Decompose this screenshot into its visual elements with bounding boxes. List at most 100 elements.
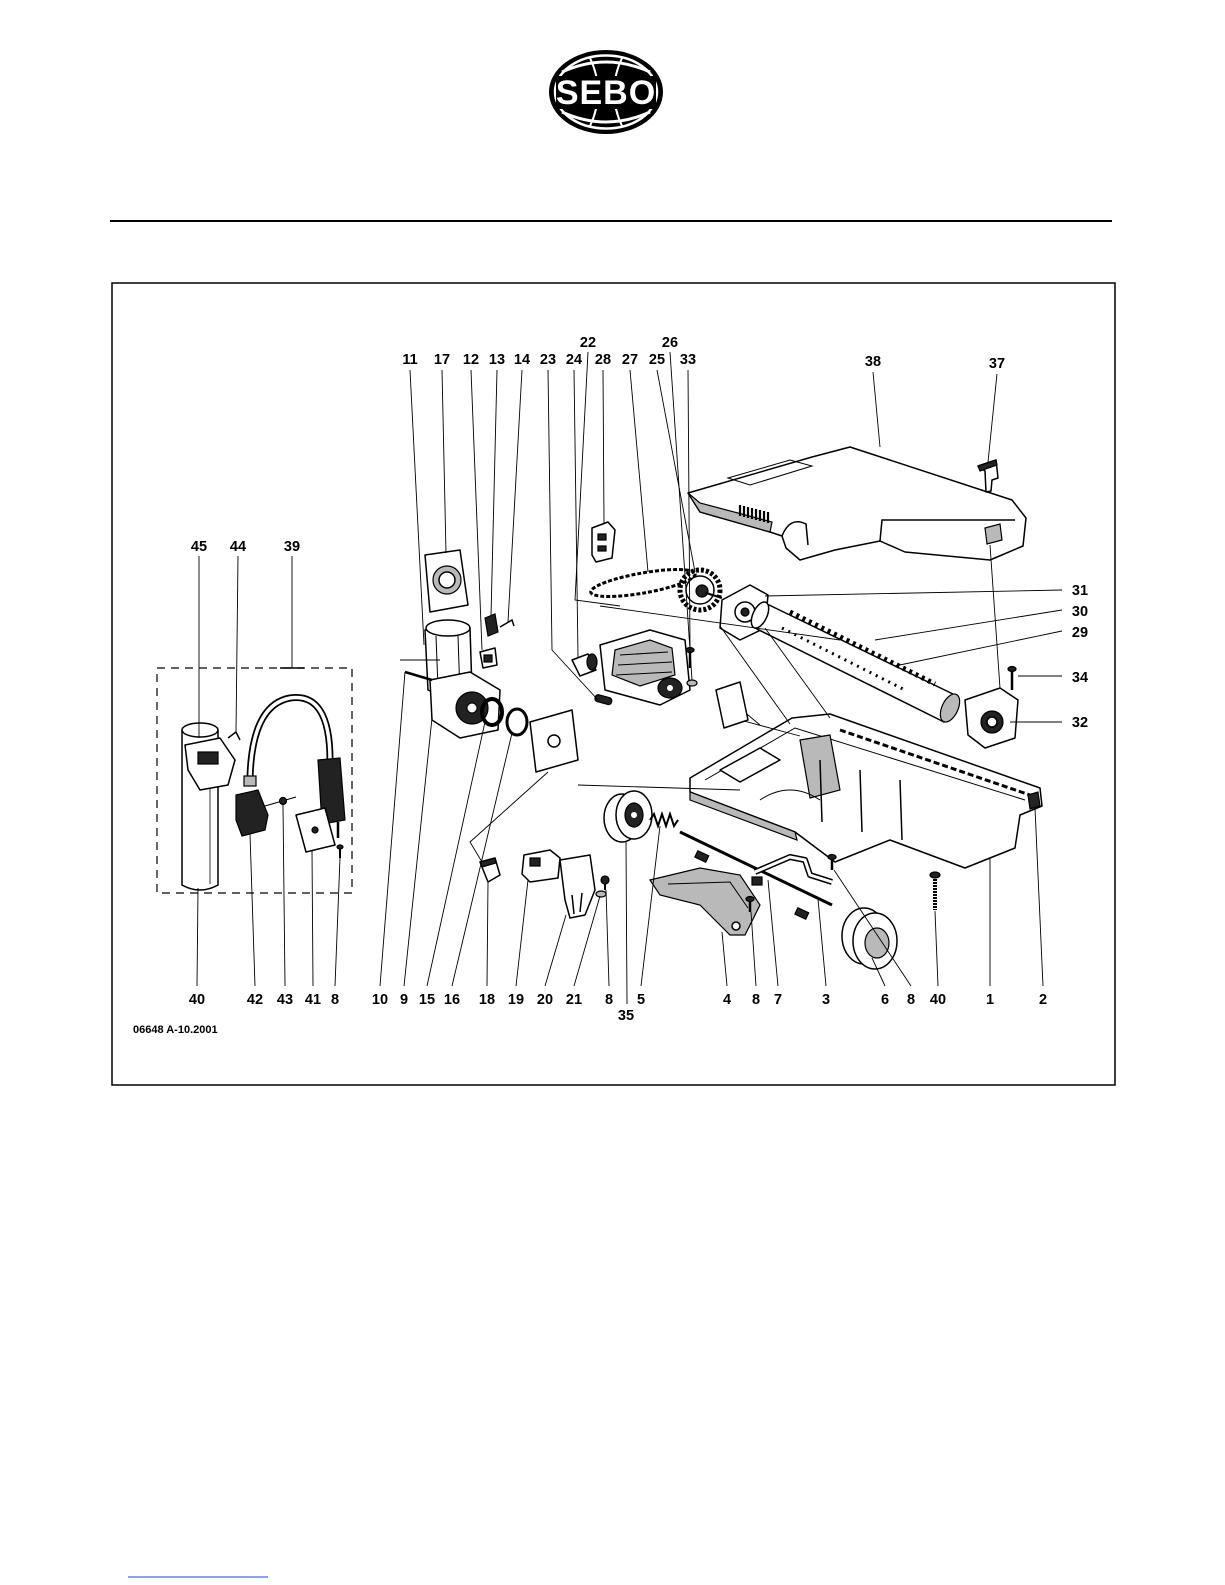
part-16-ring xyxy=(507,709,527,735)
part-28-hole-lower xyxy=(598,546,606,551)
part-37-drawing xyxy=(978,460,998,492)
leader-31 xyxy=(765,590,1062,596)
callout-31: 31 xyxy=(1072,583,1088,599)
callout-1: 1 xyxy=(986,992,994,1008)
callout-17: 17 xyxy=(434,352,450,368)
leader-14 xyxy=(508,370,522,622)
callout-4: 4 xyxy=(723,992,731,1008)
callout-43: 43 xyxy=(277,992,293,1008)
callout-29: 29 xyxy=(1072,625,1088,641)
leader-18 xyxy=(487,882,488,986)
callout-7: 7 xyxy=(774,992,782,1008)
part-20-drawing xyxy=(560,855,595,918)
part-39-strain-relief xyxy=(244,776,256,786)
callout-9: 9 xyxy=(400,992,408,1008)
callout-13: 13 xyxy=(489,352,505,368)
part-26-drawing xyxy=(687,680,697,686)
part-44-drawing xyxy=(228,732,240,740)
callout-11: 11 xyxy=(402,352,417,368)
callout-33: 33 xyxy=(680,352,696,368)
part-32-hub xyxy=(987,717,997,727)
part-2-drawing xyxy=(1028,792,1040,809)
part-24-drawing xyxy=(572,654,597,676)
square-plate-hole xyxy=(548,735,560,747)
leader-12 xyxy=(471,370,482,650)
drawing-code: 06648 A-10.2001 xyxy=(133,1024,218,1036)
leader-9 xyxy=(404,718,432,986)
leader-35 xyxy=(626,842,627,1004)
leader-43 xyxy=(283,805,285,986)
align-cover-plate xyxy=(990,545,1000,688)
part-3-block-right xyxy=(795,908,809,919)
part-38-slot xyxy=(985,524,1002,544)
part-29-roller-body xyxy=(755,603,955,722)
callout-12: 12 xyxy=(463,352,479,368)
callout-42: 42 xyxy=(247,992,263,1008)
callout-21: 21 xyxy=(566,992,582,1008)
part-39-group xyxy=(157,668,352,893)
part-41-hole xyxy=(312,827,318,833)
part-42-switch xyxy=(236,790,268,836)
leader-7 xyxy=(768,880,778,986)
screw-8-c-head xyxy=(337,845,343,849)
callout-3: 3 xyxy=(822,992,830,1008)
part-7-block xyxy=(752,877,762,885)
leader-27 xyxy=(630,370,648,572)
part-43-drawing xyxy=(280,798,287,805)
leader-24 xyxy=(574,370,578,657)
callout-25: 25 xyxy=(649,352,665,368)
callout-27: 27 xyxy=(622,352,638,368)
callout-2: 2 xyxy=(1039,992,1047,1008)
part-25-hub xyxy=(696,585,708,597)
part-23-end-hub xyxy=(667,685,673,691)
leader-8-a xyxy=(335,858,340,986)
callout-24: 24 xyxy=(566,352,582,368)
square-plate-drawing xyxy=(530,710,578,772)
part-11-opening xyxy=(426,620,470,636)
part-6-drawing xyxy=(842,908,897,969)
part-26-washer xyxy=(687,680,697,686)
part-28-hole xyxy=(598,534,606,540)
callout-40-right: 40 xyxy=(930,992,946,1008)
part-13-drawing xyxy=(485,614,498,636)
part-21-screw-head xyxy=(601,876,609,884)
part-40-tube-top xyxy=(182,723,218,737)
part-29-drawing xyxy=(748,599,964,725)
leader-2 xyxy=(1035,808,1043,986)
part-9-drawing xyxy=(430,672,500,738)
part-14-hook xyxy=(500,620,514,627)
leader-16 xyxy=(452,733,512,986)
part-43-screw xyxy=(280,798,287,805)
part-bracket-near-housing xyxy=(716,682,748,728)
callout-5: 5 xyxy=(637,992,645,1008)
part-4-drawing xyxy=(650,868,760,935)
part-3-block-left xyxy=(695,851,709,862)
part-40-screw-drawing xyxy=(930,872,940,910)
logo-text: SEBO xyxy=(556,74,656,112)
leader-41 xyxy=(312,850,313,986)
part-5-drawing xyxy=(650,814,678,826)
leader-37 xyxy=(988,374,997,462)
part-16-drawing xyxy=(507,709,527,735)
callout-40-left: 40 xyxy=(189,992,205,1008)
callout-8-a: 8 xyxy=(331,992,339,1008)
part-14-drawing xyxy=(500,620,514,627)
callout-41: 41 xyxy=(305,992,321,1008)
screw-8-a-head xyxy=(828,855,836,860)
part-13-clip xyxy=(485,614,498,636)
callout-20: 20 xyxy=(537,992,553,1008)
part-35-hub xyxy=(631,812,637,818)
callout-8-c: 8 xyxy=(752,992,760,1008)
part-38-drawing xyxy=(688,447,1026,560)
callout-15: 15 xyxy=(419,992,435,1008)
part-38-outline xyxy=(688,447,1026,560)
part-17-hole xyxy=(439,572,455,588)
part-5-spring xyxy=(650,814,678,826)
part-28-outline xyxy=(592,522,615,562)
callout-32: 32 xyxy=(1072,715,1088,731)
callout-14: 14 xyxy=(514,352,530,368)
leader-15 xyxy=(427,722,485,986)
part-34-head xyxy=(1008,667,1016,672)
leader-19 xyxy=(516,880,528,986)
